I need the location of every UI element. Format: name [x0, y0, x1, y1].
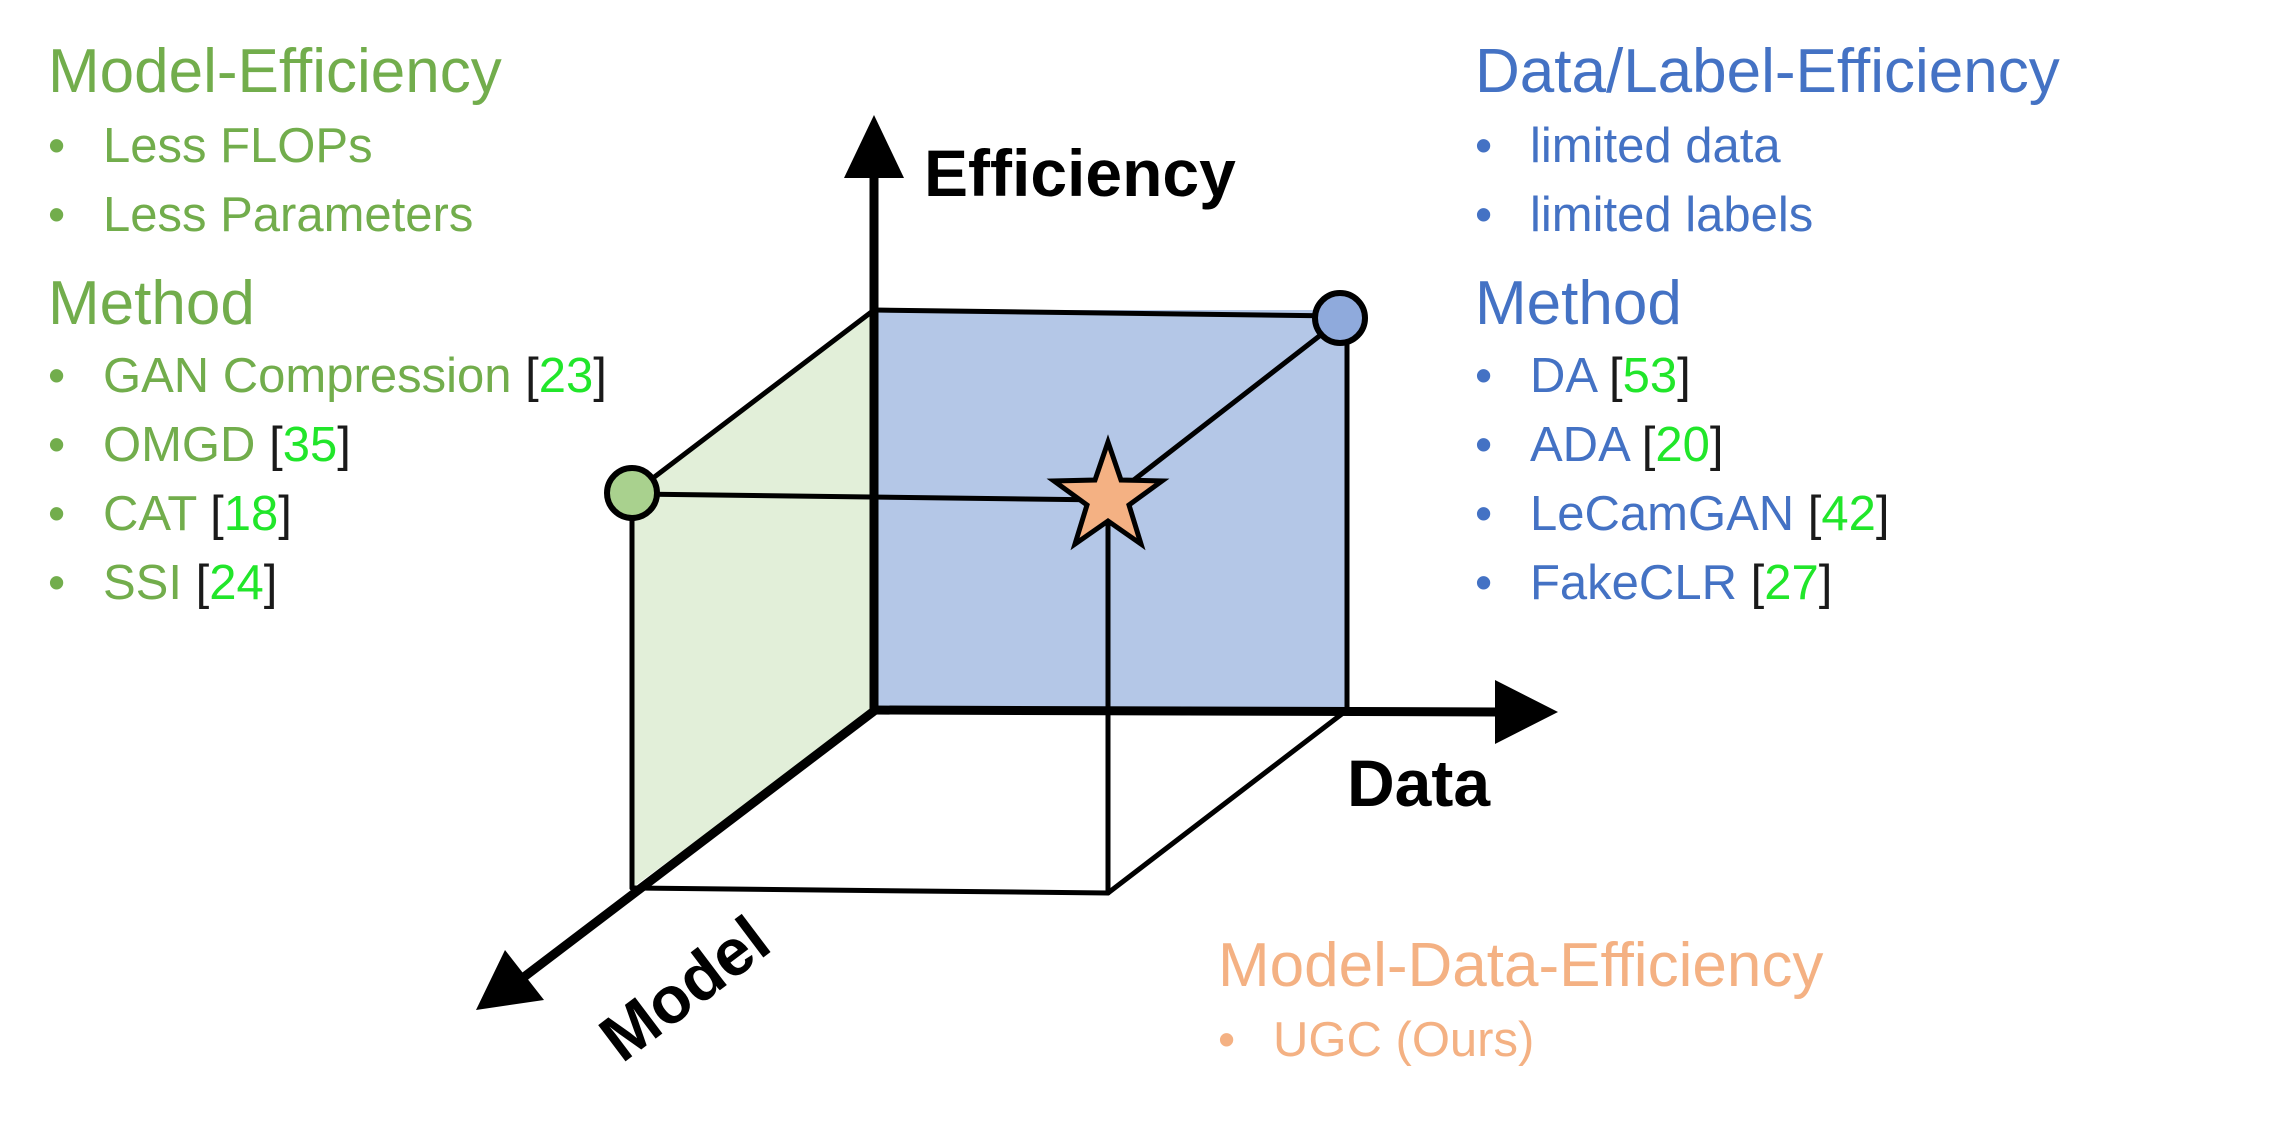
bullet-icon: •	[48, 188, 66, 242]
list-item: • limited labels	[1475, 181, 2060, 250]
bullet-icon: •	[1475, 119, 1493, 173]
model-axis-label: Model	[586, 901, 783, 1075]
bracket-open: [	[269, 418, 283, 472]
data-axis-label: Data	[1347, 746, 1491, 820]
bullet-text: Less FLOPs	[103, 119, 373, 173]
bullet-icon: •	[48, 119, 66, 173]
bullet-icon: •	[48, 418, 66, 472]
method-name: ADA	[1530, 418, 1629, 472]
bracket-open: [	[1807, 487, 1822, 541]
bracket-close: ]	[337, 418, 351, 472]
citation-number[interactable]: 24	[209, 556, 264, 610]
cube-edge	[871, 307, 1343, 319]
citation-number[interactable]: 35	[282, 418, 338, 472]
bullet-icon: •	[1475, 487, 1493, 541]
citation-number[interactable]: 53	[1622, 349, 1678, 403]
model-face	[632, 310, 874, 888]
efficiency-arrowhead	[844, 115, 904, 178]
efficiency-axis-label: Efficiency	[924, 136, 1236, 210]
bracket-close: ]	[1709, 418, 1724, 472]
method-item: • SSI [24]	[48, 549, 607, 618]
citation-number[interactable]: 27	[1764, 556, 1819, 610]
data-axis-line	[869, 705, 1501, 717]
list-item: • Less Parameters	[48, 181, 607, 250]
cube-edge	[1105, 317, 1343, 503]
bracket-open: [	[210, 487, 224, 541]
bracket-open: [	[525, 349, 539, 403]
data-efficiency-panel: Data/Label-Efficiency • limited data • lim…	[1475, 36, 2060, 618]
bullet-icon: •	[48, 556, 66, 610]
bullet-text: Less Parameters	[103, 188, 474, 242]
bracket-open: [	[195, 556, 210, 610]
model-method-title: Method	[48, 269, 255, 338]
bracket-close: ]	[263, 556, 278, 610]
orange-star-marker	[1046, 434, 1170, 551]
bullet-icon: •	[1475, 349, 1493, 403]
method-name: GAN Compression	[103, 349, 512, 403]
model-method-list: • GAN Compression [23] • OMGD [35] • CAT [1…	[48, 342, 607, 618]
bullet-icon: •	[48, 487, 66, 541]
citation-number[interactable]: 18	[223, 487, 279, 541]
bullet-icon: •	[1475, 418, 1493, 472]
method-name: DA	[1530, 349, 1596, 403]
model-efficiency-title: Model-Efficiency	[48, 37, 502, 106]
method-name: SSI	[103, 556, 182, 610]
bracket-open: [	[1641, 418, 1656, 472]
bullet-text: limited data	[1530, 119, 1781, 173]
bracket-close: ]	[1875, 487, 1890, 541]
method-item: • ADA [20]	[1475, 411, 2060, 480]
bracket-close: ]	[1818, 556, 1833, 610]
blue-circle-marker	[1312, 290, 1368, 346]
bracket-close: ]	[1677, 349, 1691, 403]
bullet-text: UGC (Ours)	[1273, 1013, 1535, 1067]
cube-edge	[1105, 707, 1350, 896]
list-item: • limited data	[1475, 112, 2060, 181]
model-axis-line	[517, 704, 881, 984]
cube-edge	[629, 885, 1111, 896]
bracket-close: ]	[593, 349, 607, 403]
citation-number[interactable]: 20	[1655, 418, 1710, 472]
list-item: • UGC (Ours)	[1218, 1006, 1823, 1075]
data-arrowhead	[1495, 680, 1558, 744]
model-efficiency-panel: Model-Efficiency • Less FLOPs • Less Param…	[48, 36, 607, 618]
method-name: FakeCLR	[1530, 556, 1737, 610]
method-name: CAT	[103, 487, 197, 541]
method-item: • CAT [18]	[48, 480, 607, 549]
citation-number[interactable]: 23	[538, 349, 594, 403]
model-data-efficiency-panel: Model-Data-Efficiency • UGC (Ours)	[1218, 930, 1823, 1075]
green-circle-marker	[604, 465, 660, 521]
method-item: • DA [53]	[1475, 342, 2060, 411]
bullet-icon: •	[48, 349, 66, 403]
data-method-list: • DA [53] • ADA [20] • LeCamGAN [42] • FakeC…	[1475, 342, 2060, 618]
cube-edge	[629, 307, 877, 497]
bullet-text: limited labels	[1530, 188, 1814, 242]
bracket-close: ]	[278, 487, 292, 541]
bullet-icon: •	[1475, 188, 1493, 242]
model-data-efficiency-title: Model-Data-Efficiency	[1218, 931, 1824, 1000]
method-item: • FakeCLR [27]	[1475, 549, 2060, 618]
data-method-title: Method	[1475, 269, 1682, 338]
method-name: OMGD	[103, 418, 256, 472]
model-efficiency-bullets: • Less FLOPs • Less Parameters	[48, 112, 607, 250]
data-efficiency-title: Data/Label-Efficiency	[1475, 37, 2060, 106]
data-efficiency-bullets: • limited data • limited labels	[1475, 112, 2060, 250]
bracket-open: [	[1750, 556, 1765, 610]
method-item: • OMGD [35]	[48, 411, 607, 480]
bullet-icon: •	[1218, 1013, 1236, 1067]
citation-number[interactable]: 42	[1821, 487, 1876, 541]
bullet-icon: •	[1475, 556, 1493, 610]
method-item: • GAN Compression [23]	[48, 342, 607, 411]
bracket-open: [	[1609, 349, 1623, 403]
method-item: • LeCamGAN [42]	[1475, 480, 2060, 549]
model-arrowhead	[476, 950, 544, 1010]
method-name: LeCamGAN	[1530, 487, 1795, 541]
model-data-efficiency-bullets: • UGC (Ours)	[1218, 1006, 1823, 1075]
list-item: • Less FLOPs	[48, 112, 607, 181]
